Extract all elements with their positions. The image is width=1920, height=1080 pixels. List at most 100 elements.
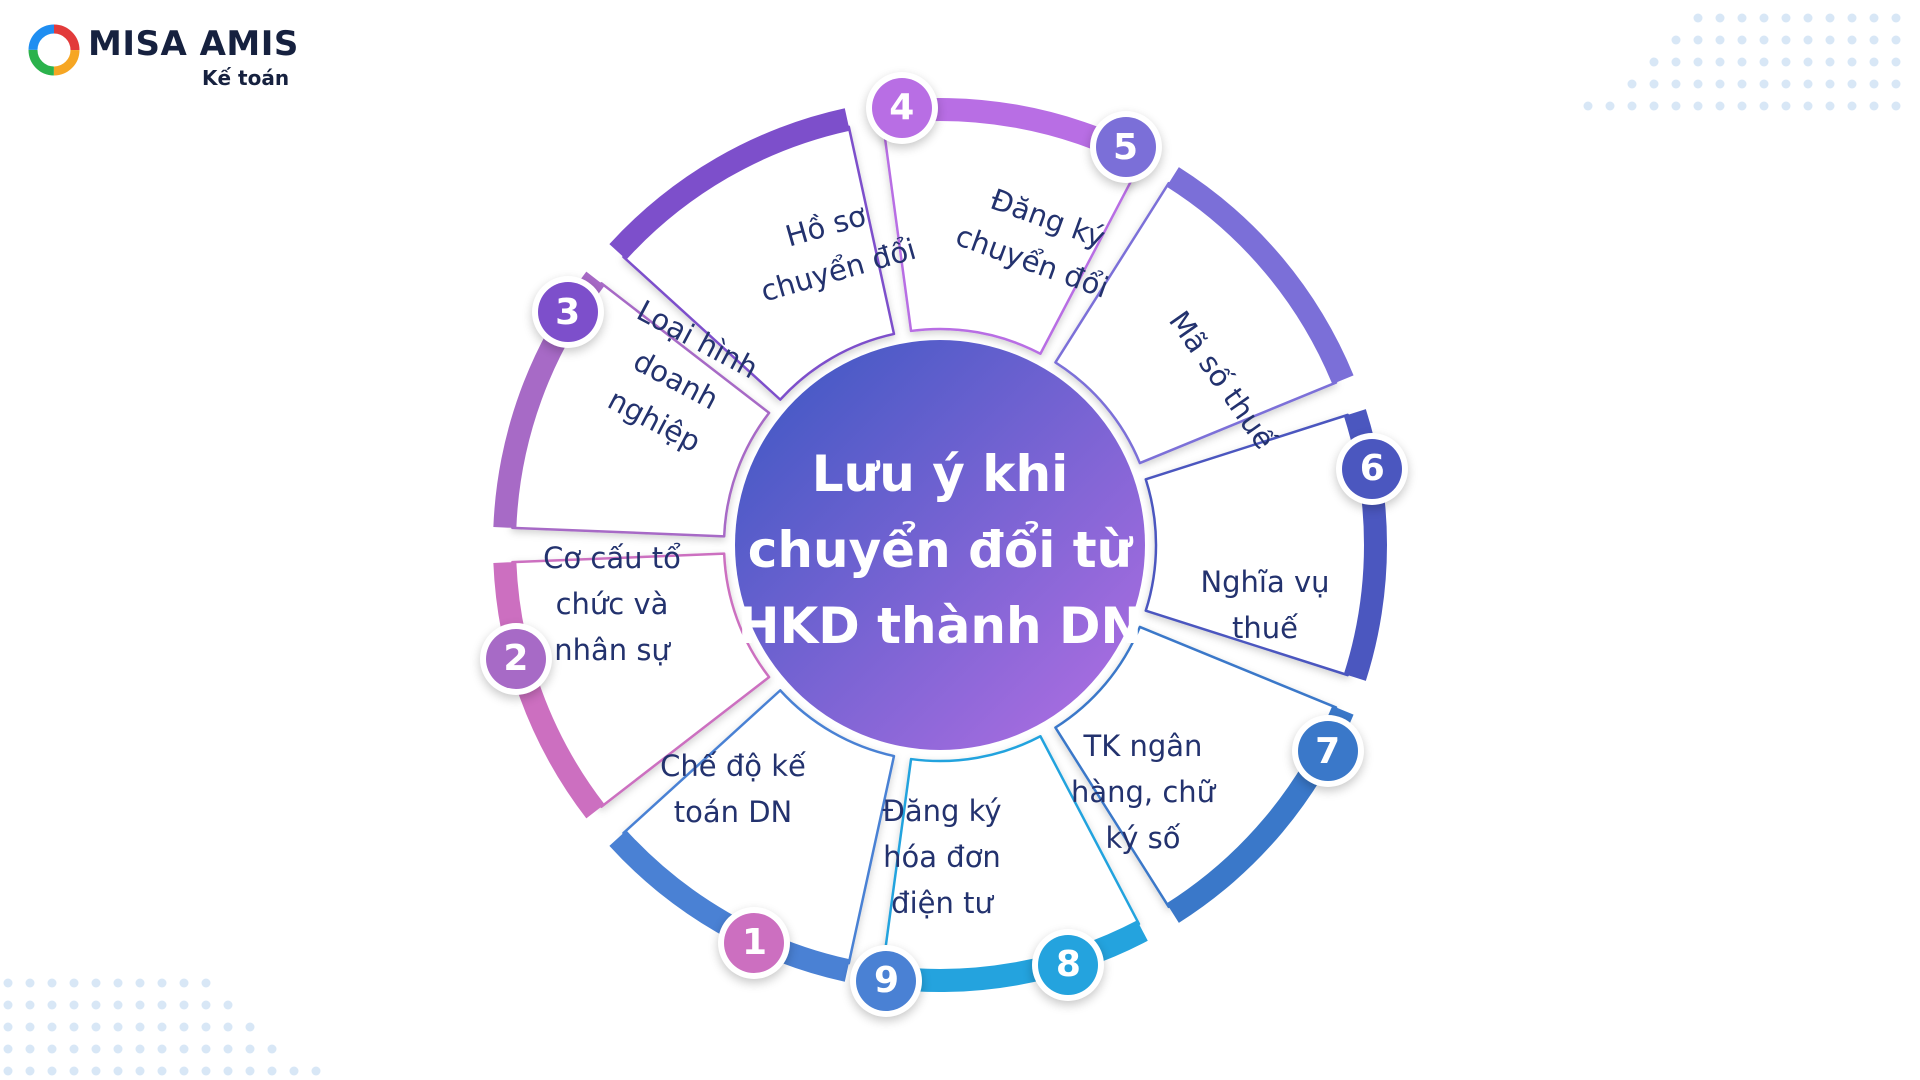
decor-dot (267, 1066, 277, 1076)
decor-dot (179, 1066, 189, 1076)
decor-dot (1847, 35, 1857, 45)
decor-dot (245, 1022, 255, 1032)
decor-dot (1891, 13, 1901, 23)
decor-dot (1825, 35, 1835, 45)
decor-dot (1693, 57, 1703, 67)
decor-dot (1715, 13, 1725, 23)
brand-product: Kế toán (202, 66, 290, 90)
segment-3 (609, 108, 896, 401)
decor-dot (1649, 79, 1659, 89)
decor-dot (201, 1066, 211, 1076)
decor-dot (289, 1066, 299, 1076)
decor-dot (1627, 101, 1637, 111)
decor-dot (1693, 101, 1703, 111)
step-number: 4 (871, 77, 932, 138)
decor-dot (223, 1066, 233, 1076)
segment-label-line: chức và (555, 587, 669, 621)
decor-dot (1693, 13, 1703, 23)
decor-dot (1891, 79, 1901, 89)
decor-dot (3, 978, 13, 988)
decor-dot (1649, 57, 1659, 67)
decor-dot (3, 1000, 13, 1010)
decor-dot (1693, 79, 1703, 89)
decor-dot (157, 1066, 167, 1076)
decor-dot (1781, 35, 1791, 45)
step-number-badge: 3 (531, 276, 604, 349)
decor-dot (223, 1022, 233, 1032)
decor-dot (1781, 13, 1791, 23)
decor-dot (69, 978, 79, 988)
segment-label-line: Nghĩa vụ (1200, 565, 1330, 599)
step-number-badge: 1 (718, 906, 791, 979)
decor-dot (91, 1000, 101, 1010)
step-number-badge: 5 (1089, 111, 1162, 184)
decor-dot (47, 1000, 57, 1010)
decor-dot (223, 1000, 233, 1010)
center-title: Lưu ý khi chuyển đổi từ HKD thành DN (737, 445, 1143, 655)
decorative-dots-bottom-left (3, 978, 321, 1076)
decor-dot (201, 1044, 211, 1054)
segment-label-line: Cơ cấu tổ (543, 541, 681, 575)
decor-dot (1869, 13, 1879, 23)
segment-outer-band (493, 271, 605, 528)
decor-dot (1869, 101, 1879, 111)
decor-dot (91, 1044, 101, 1054)
decor-dot (267, 1044, 277, 1054)
decor-dot (113, 978, 123, 988)
misa-logo-icon (28, 24, 80, 76)
segment-label-line: TK ngân (1083, 729, 1203, 763)
decor-dot (1803, 79, 1813, 89)
decor-dot (179, 1000, 189, 1010)
decor-dot (135, 1000, 145, 1010)
decor-dot (25, 1066, 35, 1076)
decor-dot (25, 1044, 35, 1054)
decor-dot (1891, 57, 1901, 67)
decor-dot (1737, 35, 1747, 45)
decor-dot (113, 1022, 123, 1032)
decor-dot (157, 1000, 167, 1010)
decor-dot (1803, 101, 1813, 111)
decor-dot (47, 1044, 57, 1054)
decor-dot (1781, 57, 1791, 67)
segment-label-line: ký số (1105, 821, 1181, 855)
decor-dot (69, 1066, 79, 1076)
decor-dot (1825, 13, 1835, 23)
decor-dot (1759, 101, 1769, 111)
decor-dot (91, 1022, 101, 1032)
decor-dot (201, 978, 211, 988)
decorative-dots-top-right (1583, 13, 1901, 111)
decor-dot (69, 1000, 79, 1010)
segment-outer-band (609, 108, 850, 260)
decor-dot (1693, 35, 1703, 45)
decor-dot (157, 1044, 167, 1054)
decor-dot (1649, 101, 1659, 111)
decor-dot (3, 1066, 13, 1076)
step-number-badge: 2 (479, 622, 552, 695)
decor-dot (1759, 13, 1769, 23)
decor-dot (1715, 57, 1725, 67)
decor-dot (135, 1022, 145, 1032)
decor-dot (223, 1044, 233, 1054)
decor-dot (1715, 79, 1725, 89)
decor-dot (1847, 57, 1857, 67)
decor-dot (1781, 79, 1791, 89)
segment-label-line: hóa đơn (883, 840, 1001, 874)
decor-dot (1759, 79, 1769, 89)
decor-dot (179, 1022, 189, 1032)
decor-dot (1627, 79, 1637, 89)
decor-dot (1671, 57, 1681, 67)
segment-5 (1054, 167, 1354, 465)
decor-dot (1737, 101, 1747, 111)
decor-dot (311, 1066, 321, 1076)
decor-dot (3, 1022, 13, 1032)
decor-dot (1847, 101, 1857, 111)
decor-dot (69, 1044, 79, 1054)
decor-dot (245, 1044, 255, 1054)
step-number: 7 (1297, 721, 1358, 782)
decor-dot (157, 978, 167, 988)
decor-dot (1671, 79, 1681, 89)
decor-dot (1847, 79, 1857, 89)
